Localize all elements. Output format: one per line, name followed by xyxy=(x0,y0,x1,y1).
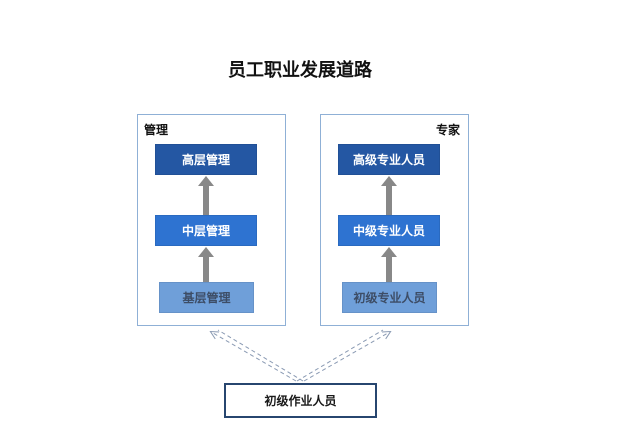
arrow-mid-to-senior-expert xyxy=(381,176,397,215)
management-label: 管理 xyxy=(144,123,169,137)
junior-expert-box: 初级专业人员 xyxy=(342,282,437,313)
arrow-junior-to-middle-expert xyxy=(381,247,397,282)
base-management-box: 基层管理 xyxy=(159,282,254,313)
arrow-base-to-middle-management xyxy=(198,247,214,282)
middle-management-box: 中层管理 xyxy=(155,215,257,246)
diagram-title: 员工职业发展道路 xyxy=(228,60,372,81)
senior-expert-box: 高级专业人员 xyxy=(338,144,440,175)
origin-box: 初级作业人员 xyxy=(224,383,377,418)
arrow-mid-to-senior-management xyxy=(198,176,214,215)
senior-management-box: 高层管理 xyxy=(155,144,257,175)
middle-expert-box: 中级专业人员 xyxy=(338,215,440,246)
dashed-arrow-to-management xyxy=(213,329,304,382)
expert-label: 专家 xyxy=(435,123,460,137)
dashed-arrow-to-expert xyxy=(296,329,388,382)
